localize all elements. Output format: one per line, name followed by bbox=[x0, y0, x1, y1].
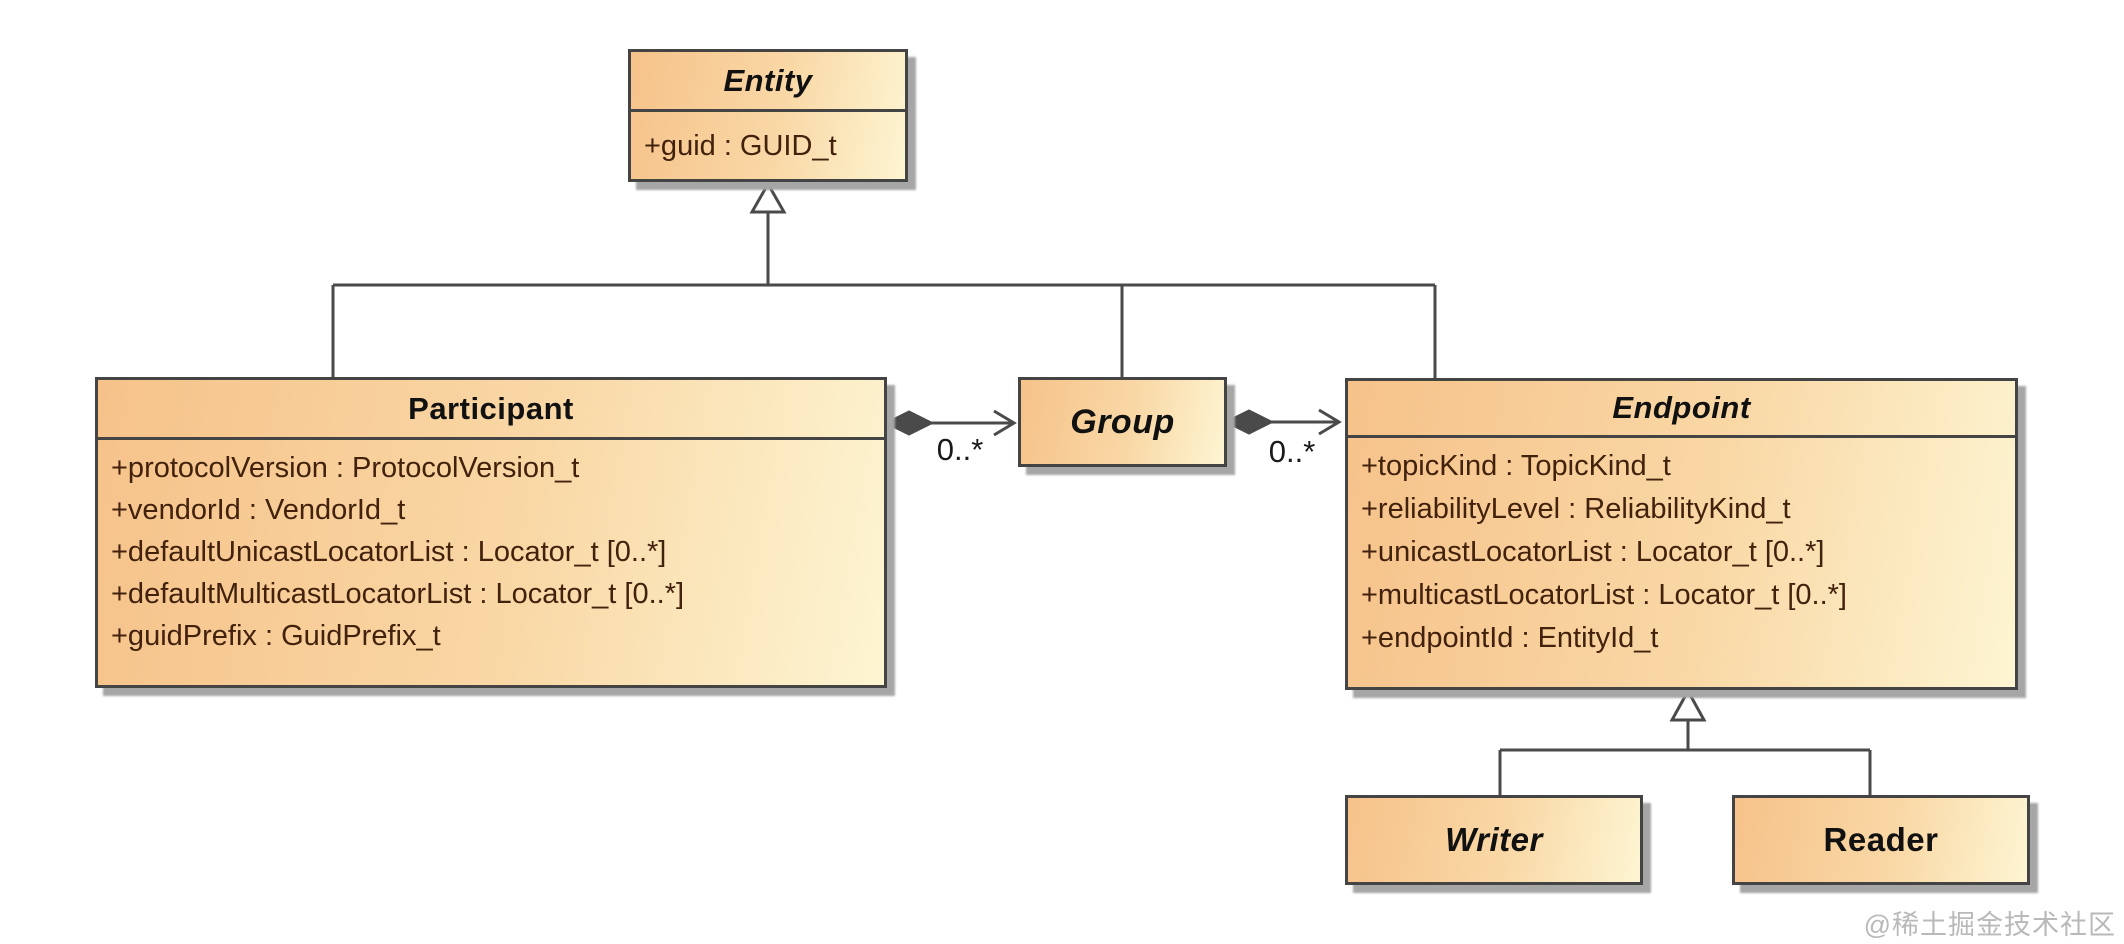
attribute-row: +endpointId : EntityId_t bbox=[1361, 622, 1659, 654]
attribute-row: +guid : GUID_t bbox=[644, 130, 837, 162]
composition-diamond-icon bbox=[1223, 409, 1275, 435]
attribute-row: +topicKind : TopicKind_t bbox=[1361, 450, 1671, 482]
attribute-compartment: +protocolVersion : ProtocolVersion_t +ve… bbox=[98, 440, 884, 657]
class-box-writer: Writer bbox=[1345, 795, 1643, 885]
open-arrowhead-icon bbox=[1318, 408, 1342, 436]
attribute-row: +unicastLocatorList : Locator_t [0..*] bbox=[1361, 536, 1825, 568]
composition-diamond-icon bbox=[883, 410, 935, 436]
attribute-row: +reliabilityLevel : ReliabilityKind_t bbox=[1361, 493, 1791, 525]
class-box-entity: Entity +guid : GUID_t bbox=[628, 49, 908, 182]
attribute-row: +protocolVersion : ProtocolVersion_t bbox=[111, 452, 580, 484]
attribute-row: +multicastLocatorList : Locator_t [0..*] bbox=[1361, 579, 1847, 611]
attribute-compartment: +guid : GUID_t bbox=[631, 112, 905, 173]
class-box-reader: Reader bbox=[1732, 795, 2030, 885]
attribute-compartment: +topicKind : TopicKind_t +reliabilityLev… bbox=[1348, 438, 2015, 660]
class-box-endpoint: Endpoint +topicKind : TopicKind_t +relia… bbox=[1345, 378, 2018, 690]
class-title-group: Group bbox=[1070, 402, 1175, 441]
class-title-endpoint: Endpoint bbox=[1348, 381, 2015, 438]
generalization-triangle-icon bbox=[1669, 687, 1707, 722]
class-title-writer: Writer bbox=[1445, 821, 1543, 858]
watermark-text: @稀土掘金技术社区 bbox=[1863, 910, 2116, 940]
class-box-participant: Participant +protocolVersion : ProtocolV… bbox=[95, 377, 887, 688]
class-title-participant: Participant bbox=[98, 380, 884, 440]
class-title-entity: Entity bbox=[631, 52, 905, 112]
generalization-triangle-icon bbox=[749, 180, 787, 214]
class-box-group: Group bbox=[1018, 377, 1227, 467]
attribute-row: +defaultMulticastLocatorList : Locator_t… bbox=[111, 578, 685, 610]
class-title-reader: Reader bbox=[1823, 821, 1939, 858]
multiplicity-label-participant-group: 0..* bbox=[936, 432, 984, 467]
attribute-row: +defaultUnicastLocatorList : Locator_t [… bbox=[111, 536, 667, 568]
attribute-row: +vendorId : VendorId_t bbox=[111, 494, 406, 526]
open-arrowhead-icon bbox=[993, 409, 1017, 437]
multiplicity-label-group-endpoint: 0..* bbox=[1268, 434, 1316, 469]
attribute-row: +guidPrefix : GuidPrefix_t bbox=[111, 620, 441, 652]
